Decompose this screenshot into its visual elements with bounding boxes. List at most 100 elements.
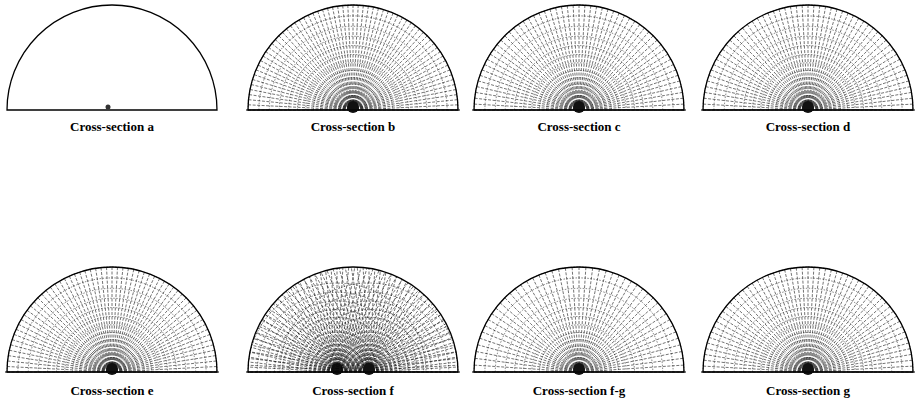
section-caption: Cross-section d <box>766 119 851 134</box>
mesh-line <box>582 338 679 371</box>
mesh-line <box>353 6 368 107</box>
mesh-line <box>579 6 591 107</box>
mesh-line <box>12 340 109 372</box>
mesh-line <box>338 267 355 369</box>
mesh-line <box>80 272 112 369</box>
mesh-line <box>582 314 667 371</box>
mesh-line <box>488 320 576 371</box>
mesh-line <box>743 290 807 370</box>
mesh-ring <box>734 36 882 110</box>
mesh-line <box>581 281 632 369</box>
mesh-line <box>811 360 912 372</box>
mesh-line <box>372 338 452 371</box>
mesh-line <box>356 65 448 109</box>
mesh-line <box>282 294 367 370</box>
mesh-line <box>355 48 437 109</box>
mesh-line <box>809 11 843 107</box>
mesh-line <box>703 104 805 110</box>
mesh-line <box>250 352 366 372</box>
mesh-ring <box>724 26 891 110</box>
section-caption: Cross-section e <box>70 383 153 398</box>
mesh-ring <box>474 267 684 372</box>
mesh-line <box>115 329 208 371</box>
mesh-line <box>354 11 388 107</box>
mesh-line <box>722 311 805 370</box>
mesh-line <box>248 367 334 372</box>
mesh-line <box>278 298 335 369</box>
mesh-line <box>299 20 352 108</box>
mesh-line <box>579 268 592 369</box>
mesh-line <box>709 75 805 109</box>
section-caption: Cross-section c <box>537 119 620 134</box>
semicircle-outline <box>474 267 684 372</box>
mesh-line <box>260 61 350 109</box>
mesh-line <box>115 315 201 371</box>
mesh-line <box>581 21 635 107</box>
mesh-line <box>354 8 379 107</box>
mesh-line <box>811 54 897 108</box>
semicircle-outline <box>7 267 217 372</box>
cross-section-mesh <box>701 5 915 113</box>
mesh-line <box>722 49 805 108</box>
mesh-line <box>256 332 366 371</box>
mesh-line <box>113 272 144 369</box>
mesh-line <box>369 271 380 369</box>
mesh-ring <box>744 46 873 110</box>
mesh-line <box>581 40 657 108</box>
mesh-line <box>581 36 653 108</box>
mesh-line <box>810 307 890 371</box>
mesh-line <box>291 26 352 108</box>
mesh-line <box>716 59 805 108</box>
mesh-ring <box>269 26 436 110</box>
mesh-line <box>372 367 458 372</box>
mesh-line <box>371 315 441 371</box>
mesh-ring <box>280 283 458 372</box>
mesh-line <box>269 309 367 370</box>
section-caption: Cross-section f-g <box>533 383 626 398</box>
mesh-line <box>528 18 577 107</box>
mesh-line <box>811 98 912 110</box>
mesh-line <box>112 268 123 369</box>
mesh-line <box>810 40 886 108</box>
mesh-line <box>308 15 352 107</box>
center-dot <box>106 105 111 110</box>
mesh-line <box>757 280 806 369</box>
mesh-line <box>581 303 658 370</box>
mesh-ring <box>248 283 426 372</box>
mesh-line <box>482 70 576 109</box>
semicircle-outline <box>248 267 458 372</box>
mesh-line <box>478 345 576 371</box>
mesh-line <box>475 358 576 371</box>
mesh-line <box>810 32 878 108</box>
mesh-ring <box>515 46 644 110</box>
mesh-line <box>730 40 806 108</box>
mesh-line <box>304 17 352 107</box>
mesh-ring <box>495 26 662 110</box>
mesh-line <box>248 105 350 110</box>
mesh-line <box>114 310 196 370</box>
mesh-line <box>315 274 368 369</box>
semicircle-outline <box>703 5 913 110</box>
mesh-ring <box>307 310 432 373</box>
mesh-line <box>501 40 577 108</box>
cross-section-mesh <box>472 267 686 375</box>
mesh-line <box>580 13 619 107</box>
mesh-ring <box>259 16 447 110</box>
mesh-line <box>811 337 907 371</box>
mesh-line <box>490 54 576 108</box>
mesh-line <box>482 332 576 371</box>
mesh-line <box>480 338 577 371</box>
mesh-line <box>811 75 907 109</box>
mesh-line <box>354 7 374 107</box>
mesh-line <box>287 290 367 370</box>
mesh-line <box>810 294 878 370</box>
mesh-line <box>738 294 806 370</box>
section-caption: Cross-section f <box>312 383 394 398</box>
mesh-ring <box>703 5 913 110</box>
mesh-ring <box>28 288 195 372</box>
mesh-line <box>811 70 905 109</box>
mesh-line <box>808 267 809 369</box>
mesh-line <box>790 269 807 370</box>
mesh-line <box>704 360 805 372</box>
mesh-line <box>580 8 603 108</box>
